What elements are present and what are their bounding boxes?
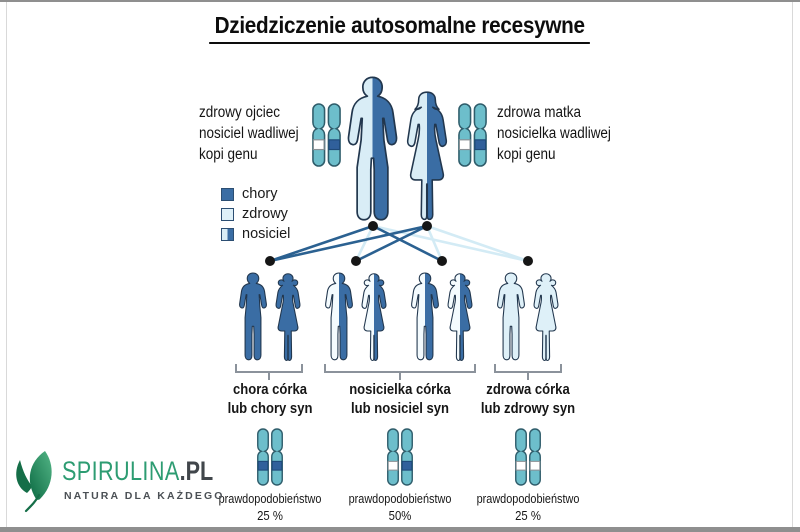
group-chromosome-pair [387,428,413,486]
group-label-line: lub zdrowy syn [480,400,576,417]
logo-tld-text: .PL [179,456,214,486]
chromosome-band [328,139,341,151]
child-node-dot [265,256,275,266]
probability-block: prawdopodobieństwo 25 % [170,492,370,524]
chromosome-band [257,460,269,471]
probability-block: prawdopodobieństwo 50% [300,492,500,524]
group-label-line: zdrowa córka [486,381,570,398]
chromosome-band [474,139,487,151]
child-girl-figure [361,273,387,362]
page-title: Dziedziczenie autosomalne recesywne [209,12,591,44]
chromosome-band [401,460,413,471]
probability-value: 25 % [515,508,541,523]
group-label-line: nosicielka córka [349,381,451,398]
chromosome-band [529,460,541,471]
chromosome-band [387,460,399,471]
mother-chromosome-pair [458,103,487,167]
title-wrap: Dziedziczenie autosomalne recesywne [0,12,800,44]
gene-line-light [354,224,375,263]
child-boy-figure [239,272,267,361]
legend-swatch-affected [221,188,234,201]
child-girl-figure [533,273,559,362]
father-chromosome-pair [312,103,341,167]
chromosome-band [271,460,283,471]
frame-right [792,2,793,527]
father-figure [347,76,398,221]
frame-bottom [0,527,800,532]
mother-label: zdrowa matka nosicielka wadliwej kopi ge… [497,102,667,165]
logo-brand: SPIRULINA.PL [62,456,251,487]
group-label-line: lub nosiciel syn [351,400,449,417]
probability-value: 50% [388,508,412,523]
legend: chory zdrowy nosiciel [221,186,290,246]
leaf-icon [16,451,52,513]
chromosome-band [312,139,325,151]
group-label: chora córka lub chory syn [170,380,370,418]
mother-figure [406,91,448,221]
frame-left [6,2,7,527]
father-node-dot [368,221,378,231]
gene-line-dark [371,224,444,263]
child-boy-figure [411,272,439,361]
child-girl-figure [447,273,473,362]
group-chromosome-pair [515,428,541,486]
legend-swatch-carrier [221,228,234,241]
frame-top [0,0,800,2]
gene-line-dark [354,224,429,263]
group-bracket [324,364,476,380]
logo-brand-text: SPIRULINA [62,456,180,486]
probability-block: prawdopodobieństwo 25 % [428,492,628,524]
child-boy-figure [497,272,525,361]
legend-label: nosiciel [242,226,291,242]
legend-swatch-healthy [221,208,234,221]
child-node-dot [351,256,361,266]
child-girl-figure [275,273,301,362]
group-label-line: lub chory syn [227,400,313,417]
probability-label: prawdopodobieństwo [218,492,322,506]
child-node-dot [437,256,447,266]
legend-item-healthy: zdrowy [221,206,290,223]
group-chromosome-pair [257,428,283,486]
father-label-line: kopi genu [199,146,258,163]
chromosome-band [515,460,527,471]
probability-label: prawdopodobieństwo [476,492,580,506]
group-label: zdrowa córka lub zdrowy syn [428,380,628,418]
logo-tagline: NATURA DLA KAŻDEGO [64,490,225,502]
gene-line-dark [268,224,429,263]
group-label-line: chora córka [232,381,307,398]
mother-label-line: kopi genu [497,146,556,163]
gene-line-light [425,224,444,263]
father-label-line: nosiciel wadliwej [199,125,299,142]
probability-value: 25 % [257,508,283,523]
mother-node-dot [422,221,432,231]
group-bracket [235,364,303,380]
group-label: nosicielka córka lub nosiciel syn [300,380,500,418]
mother-label-line: nosicielka wadliwej [497,125,611,142]
gene-line-light [371,224,530,263]
father-label: zdrowy ojciec nosiciel wadliwej kopi gen… [199,102,359,165]
legend-label: chory [242,186,278,202]
group-bracket [494,364,562,380]
gene-line-light [425,224,530,263]
chromosome-band [458,139,471,151]
child-boy-figure [325,272,353,361]
father-label-line: zdrowy ojciec [199,104,280,121]
legend-label: zdrowy [242,206,288,222]
probability-label: prawdopodobieństwo [348,492,452,506]
legend-item-carrier: nosiciel [221,226,290,243]
child-node-dot [523,256,533,266]
mother-label-line: zdrowa matka [497,104,581,121]
legend-item-affected: chory [221,186,290,203]
